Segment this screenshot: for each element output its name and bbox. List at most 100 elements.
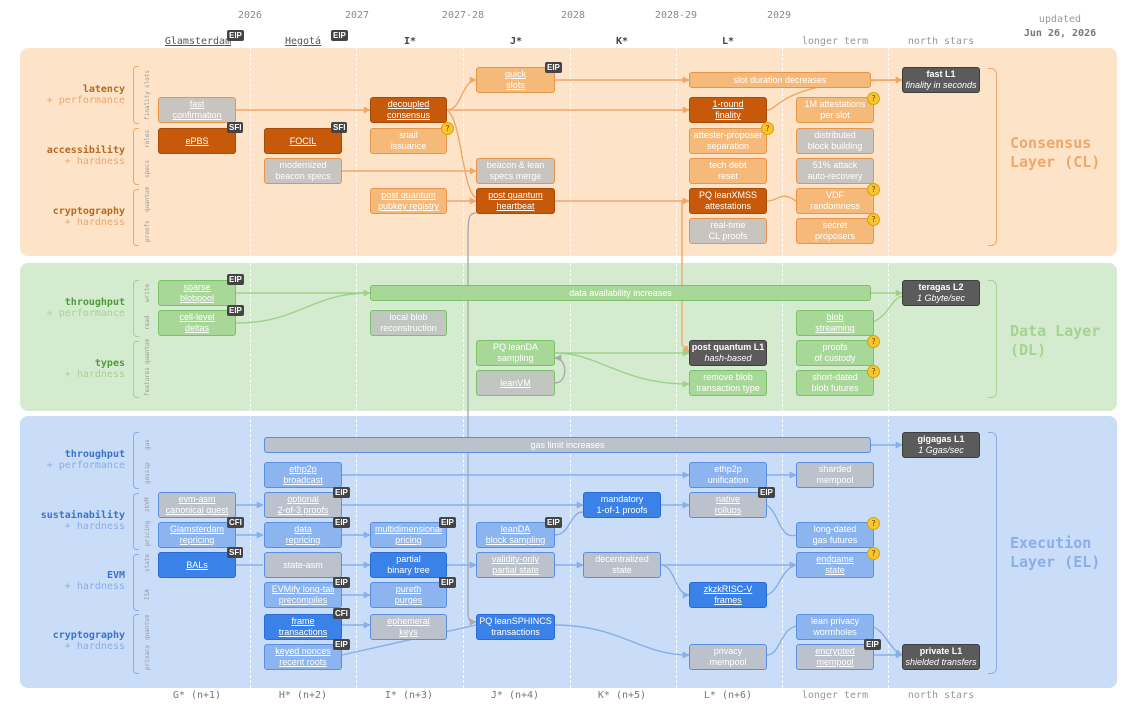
year-label: 2029	[766, 10, 792, 21]
year-label: 2026	[237, 10, 263, 21]
row-label-el-cryptography: cryptography + hardness	[15, 630, 125, 652]
row-label-cl-latency: latency + performance	[15, 84, 125, 106]
row-label-dl-types: types + hardness	[15, 358, 125, 380]
layer-brace	[988, 68, 997, 246]
footer-longer-term: longer term	[801, 690, 869, 701]
fork-glamsterdam[interactable]: Glamsterdam	[164, 36, 232, 47]
row-subtitle: + hardness	[64, 581, 125, 592]
leanvm-box[interactable]: leanVM	[476, 370, 555, 396]
da-increases-bar[interactable]: data availability increases	[370, 285, 871, 301]
row-bracket	[133, 432, 139, 489]
row-title: accessibility	[46, 145, 125, 156]
row-bracket	[133, 128, 139, 185]
fork-k: K*	[615, 36, 629, 47]
eip-tag: EIP	[333, 639, 350, 650]
eip-tag: EIP	[545, 517, 562, 528]
thinking-emoji-icon: ?	[867, 517, 880, 530]
column-divider	[570, 48, 571, 688]
row-subtitle: + performance	[46, 308, 125, 319]
row-title: throughput	[64, 449, 125, 460]
focil-box[interactable]: FOCIL	[264, 128, 342, 154]
footer-north-stars: north stars	[907, 690, 975, 701]
row-bracket	[133, 66, 139, 124]
row-subtitle: + hardness	[64, 156, 125, 167]
row-subtitle: + performance	[46, 460, 125, 471]
column-divider	[888, 48, 889, 688]
footer-fork-h: H* (n+2)	[278, 690, 328, 701]
fork-longer-term: longer term	[801, 36, 869, 47]
footer-fork-l: L* (n+6)	[703, 690, 753, 701]
data-layer-title: Data Layer (DL)	[1010, 322, 1101, 359]
fork-hegota[interactable]: Hegotá	[284, 36, 322, 47]
thinking-emoji-icon: ?	[867, 183, 880, 196]
footer-fork-i: I* (n+3)	[384, 690, 434, 701]
row-label-el-evm: EVM + hardness	[15, 570, 125, 592]
row-label-el-sustainability: sustainability + hardness	[15, 510, 125, 532]
bals-box[interactable]: BALs	[158, 552, 236, 578]
state-asm-box[interactable]: state-asm	[264, 552, 342, 578]
epbs-box[interactable]: ePBS	[158, 128, 236, 154]
row-bracket	[133, 554, 139, 611]
gas-limit-bar[interactable]: gas limit increases	[264, 437, 871, 453]
row-title: cryptography	[52, 206, 125, 217]
slot-duration-bar[interactable]: slot duration decreases	[689, 72, 871, 88]
